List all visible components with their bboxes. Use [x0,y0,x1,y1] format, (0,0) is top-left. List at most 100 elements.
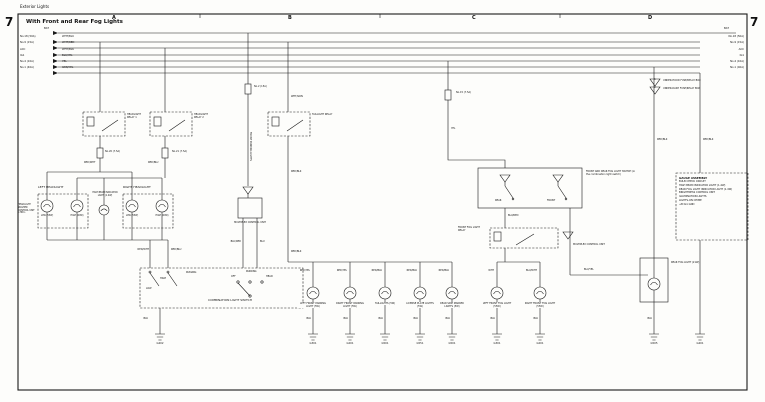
branch-wires [99,33,701,258]
ground-label: G301 [309,342,317,345]
fog-switch-note: FRONT AND REAR FOG LIGHT SWITCH (in the … [586,170,636,176]
right-high-beam-label: HIGH (60W) [155,214,169,217]
wire-color-label: RED/BLU [148,161,159,164]
bus-right-label: ACC [738,48,744,51]
bus-left-label: No.18 (50A) [20,35,36,38]
fog-rear-position-label: REAR [495,199,502,202]
headlight-circuit-wires [37,136,174,268]
connector-triangle-symbols [242,78,661,240]
bus-color-label: WHT/BLU [62,35,74,38]
section-label-a: A [112,15,116,21]
section-label-c: C [472,15,476,21]
ground-label: G501 [381,342,389,345]
wire-color-label: WHT/GRN [291,95,303,98]
fog-front-position-label: FRONT [547,199,556,202]
gauge-line: BULB CHECK CIRCUIT [679,180,706,184]
wire-color-label: RED/WHT [137,248,149,251]
wire-color-label: WHT [488,269,494,272]
note-1-number: 1 [654,78,656,81]
rear-fog-light-label: REAR FOG LIGHT (21W) [671,261,700,264]
wire-color-label: RED/BLK [438,269,449,272]
relay-symbols [82,111,559,249]
wire-color-label: YEL [451,127,456,130]
gauge-line: GAUGE ASSEMBLY [679,176,708,180]
gauge-assembly-text: GAUGE ASSEMBLY BULB CHECK CIRCUIT HIGH B… [679,176,745,206]
wire-color-label: BLK [306,317,311,320]
combo-head-label: HEAD [266,275,273,278]
combo-off-label: OFF [231,275,236,278]
combo-high-label: HIGH [160,277,167,280]
wire-color-label: BLK [445,317,450,320]
wire-color-label: BLU/WHT [525,269,537,272]
left-high-beam-label: HIGH (60W) [70,214,84,217]
headlight-relay2-label: HEADLIGHT RELAY 2 [194,113,208,119]
fuse-15-label: No.15 (7.5A) [456,91,472,94]
bus-left-label: No.9 (15A) [20,41,34,44]
wire-color-label: BLK [533,317,538,320]
bus-right-label: IG1 [739,54,744,57]
wire-color-label: BLK [343,317,348,320]
bus-color-label: WHT/RED [62,41,75,44]
page-number-right: 7 [750,15,759,29]
headlight-relay1-label: HEADLIGHT RELAY 1 [127,113,141,119]
gauge-line: LIGHTS-ON CHIME [679,198,702,202]
wire-color-label: RED/BLU [171,248,182,251]
wire-color-label: BLK [647,317,652,320]
bus-left-label: IG1 [20,54,25,57]
bulb-label: RIGHT FRONT PARKING LIGHT (5W) [334,302,366,308]
front-fog-relay-label: FRONT FOG LIGHT RELAY [458,226,480,232]
headlight-washer-note: HEADLIGHT WASHER CONTROL UNIT <HID> [18,203,35,215]
bus-left-label: No.4 (10A) [20,60,34,63]
bus-right-label: No.4 (10A) [730,60,744,63]
wire-color-label: BLK [378,317,383,320]
page-frame [17,13,748,391]
gauge-line: BRIGHTNESS CONTROL UNIT [679,191,715,195]
bus-left-label: ACC [20,48,26,51]
wire-color-label: BLU/YEL [584,268,594,271]
right-low-beam-label: LOW (55W) [125,214,139,217]
bus-color-label: GRN/YEL [62,66,74,69]
ground-label: G401 [696,342,704,345]
diagram-category-label: Exterior Lights [20,4,50,9]
gauge-line: REAR FOG LIGHT INDICATOR LIGHT (1.4W) [679,187,733,191]
fuse-2-label: No.2 (15A) [254,85,267,88]
wire-color-label: RED/BLK [291,170,302,173]
wire-color-label: RED/BLK [703,138,714,141]
bus-right-label: No.1 (40A) [730,66,744,69]
section-label-d: D [648,15,653,21]
power-bus-wires [53,31,736,75]
wire-color-label: BLK [143,317,148,320]
wire-color-label: RED/BLK [406,269,417,272]
high-beam-indicator-label: HIGH BEAM INDICATOR LIGHT (1.4W) [92,191,118,197]
section-label-b: B [288,15,292,21]
bus-color-label: YEL [62,60,67,63]
wire-color-label: BLK [490,317,495,320]
bus-left-label: No.1 (40A) [20,66,34,69]
gauge-line: HIGH BEAM INDICATOR LIGHT (1.4W) [679,183,726,187]
wire-color-label: BLU/RED [230,240,241,243]
wire-color-label: BLK [413,317,418,320]
combo-low-label: LOW [146,287,152,290]
page-number-left: 7 [5,15,14,29]
left-low-beam-label: LOW (55W) [40,214,54,217]
combo-parking-label: PARKING [246,270,257,273]
gauge-line: +B IG1 GND [679,202,695,206]
bulb-label: TAILLIGHTS (5W) [369,302,401,305]
note-1-text: UNDER-HOOD FUSE/RELAY BOX [663,79,701,82]
wire-color-label: RED/BLK [291,250,302,253]
multiplex-and-taillight-wires [237,136,453,334]
bulb-label: LEFT FRONT PARKING LIGHT (5W) [297,302,329,308]
bat-label-left: BAT [44,27,49,30]
page-title: With Front and Rear Fog Lights [26,19,123,25]
combination-light-switch-symbol [139,267,304,334]
ground-symbols [154,333,706,341]
bulb-label: LEFT FRONT FOG LIGHT (55W) [481,302,513,308]
ground-label: G505 [650,342,658,345]
fog-light-circuit-wires [477,167,749,334]
gauge-line: ILLUMINATION LIGHTS [679,195,707,199]
ground-label: G551 [416,342,424,345]
ground-label: G201 [536,342,544,345]
right-headlight-title: RIGHT HEADLIGHT [123,185,151,189]
